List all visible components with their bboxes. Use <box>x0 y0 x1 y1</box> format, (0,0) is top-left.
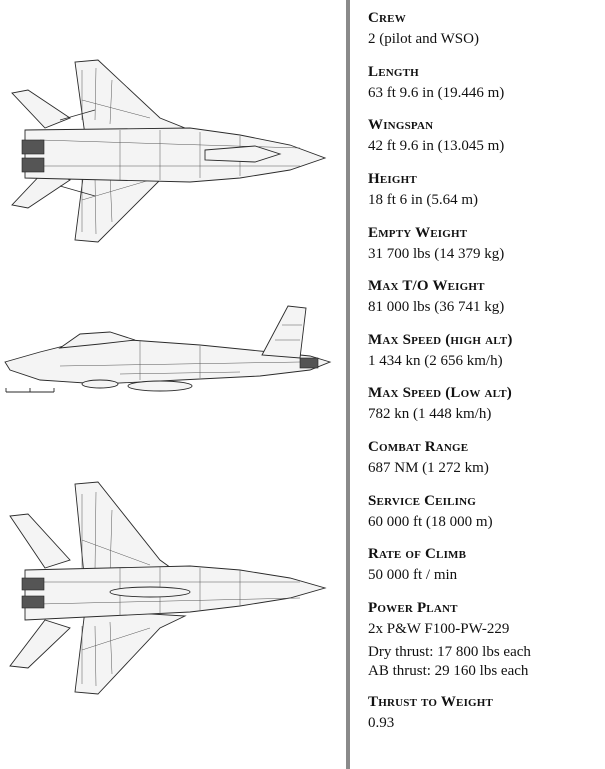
spec-length: Length 63 ft 9.6 in (19.446 m) <box>368 63 598 103</box>
spec-value: 42 ft 9.6 in (13.045 m) <box>368 138 505 154</box>
spec-value: 1 434 kn (2 656 km/h) <box>368 353 503 369</box>
spec-service-ceiling: Service Ceiling 60 000 ft (18 000 m) <box>368 492 598 532</box>
spec-power-plant: Power Plant 2x P&W F100-PW-229 Dry thrus… <box>368 599 598 681</box>
spec-label: Max Speed (Low alt) <box>368 385 512 401</box>
spec-label: Max Speed (high alt) <box>368 332 513 348</box>
spec-label: Rate of Climb <box>368 546 467 562</box>
aircraft-side-view <box>4 305 332 393</box>
spec-label: Thrust to Weight <box>368 694 494 710</box>
spec-value: 18 ft 6 in (5.64 m) <box>368 192 478 208</box>
spec-rate-of-climb: Rate of Climb 50 000 ft / min <box>368 545 598 585</box>
spec-value: 0.93 <box>368 715 395 731</box>
spec-value: 782 kn (1 448 km/h) <box>368 406 492 422</box>
spec-label: Max T/O Weight <box>368 278 485 294</box>
spec-max-takeoff-weight: Max T/O Weight 81 000 lbs (36 741 kg) <box>368 277 598 317</box>
spec-combat-range: Combat Range 687 NM (1 272 km) <box>368 438 598 478</box>
spec-value: 81 000 lbs (36 741 kg) <box>368 299 505 315</box>
spec-label: Combat Range <box>368 439 469 455</box>
spec-height: Height 18 ft 6 in (5.64 m) <box>368 170 598 210</box>
column-divider <box>346 0 350 769</box>
spec-crew: Crew 2 (pilot and WSO) <box>368 9 598 49</box>
spec-empty-weight: Empty Weight 31 700 lbs (14 379 kg) <box>368 224 598 264</box>
spec-label: Height <box>368 171 417 187</box>
spec-list: Crew 2 (pilot and WSO) Length 63 ft 9.6 … <box>368 0 598 769</box>
spec-value: 31 700 lbs (14 379 kg) <box>368 246 505 262</box>
spec-value: 2 (pilot and WSO) <box>368 31 479 47</box>
spec-value: 2x P&W F100-PW-229 <box>368 621 510 637</box>
spec-label: Empty Weight <box>368 225 468 241</box>
spec-thrust-to-weight: Thrust to Weight 0.93 <box>368 693 598 733</box>
spec-value-ab-thrust: AB thrust: 29 160 lbs each <box>368 663 529 679</box>
spec-wingspan: Wingspan 42 ft 9.6 in (13.045 m) <box>368 116 598 156</box>
aircraft-bottom-view <box>9 481 327 695</box>
spec-max-speed-low-alt: Max Speed (Low alt) 782 kn (1 448 km/h) <box>368 384 598 424</box>
spec-label: Length <box>368 64 419 80</box>
spec-value: 687 NM (1 272 km) <box>368 460 489 476</box>
aircraft-top-view <box>11 59 327 243</box>
spec-label: Wingspan <box>368 117 434 133</box>
spec-label: Service Ceiling <box>368 493 477 509</box>
spec-label: Crew <box>368 10 406 26</box>
spec-label: Power Plant <box>368 600 458 616</box>
spec-value: 63 ft 9.6 in (19.446 m) <box>368 85 505 101</box>
spec-value: 50 000 ft / min <box>368 567 458 583</box>
spec-value: 60 000 ft (18 000 m) <box>368 514 493 530</box>
spec-max-speed-high-alt: Max Speed (high alt) 1 434 kn (2 656 km/… <box>368 331 598 371</box>
spec-value-dry-thrust: Dry thrust: 17 800 lbs each <box>368 644 531 660</box>
aircraft-drawings <box>4 59 332 695</box>
